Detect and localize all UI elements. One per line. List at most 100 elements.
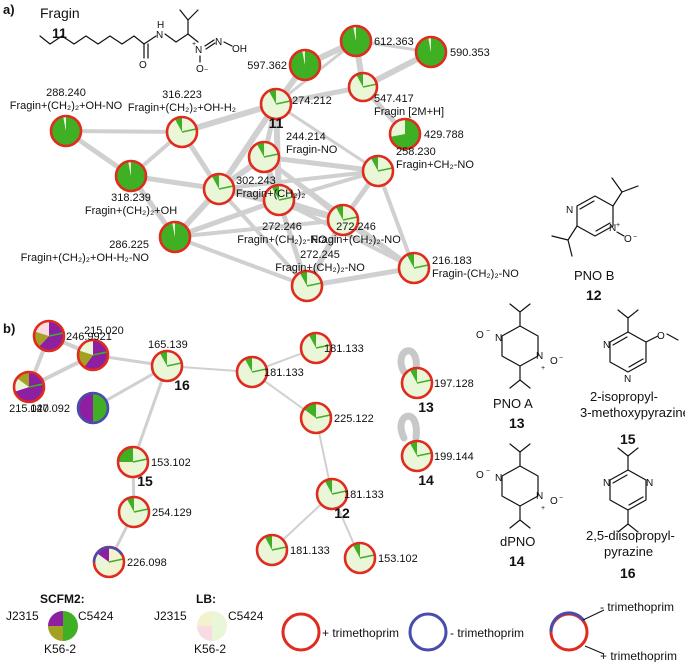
node-label: 153.102: [151, 457, 191, 469]
network-edges: [27, 38, 434, 564]
network-node: [116, 445, 150, 479]
svg-text:O: O: [139, 60, 147, 71]
compound-number: 13: [418, 399, 434, 415]
legend-lb-right: C5424: [228, 609, 264, 623]
svg-text:N: N: [603, 478, 610, 489]
network-node: [299, 401, 333, 435]
structure-number-12: 12: [586, 287, 602, 303]
network-node: [76, 338, 110, 372]
network-edge: [274, 102, 380, 173]
node-label-line: 181.133: [264, 367, 304, 379]
structure-name-pno-a: PNO A: [493, 396, 533, 411]
structure-name-methoxypyrazine: 2-isopropyl-3-methoxypyrazine: [580, 389, 685, 420]
network-node: [262, 183, 296, 217]
svg-text:N: N: [603, 340, 610, 351]
node-label-line: 181.133: [290, 545, 330, 557]
network-node: [32, 319, 66, 353]
legend-minus-text: - trimethoprim: [450, 626, 524, 640]
node-label-line: 165.139: [148, 339, 188, 351]
legend-scfm2-left: J2315: [6, 609, 39, 623]
node-label-line: 199.144: [434, 451, 474, 463]
node-label-line: 547.417: [374, 93, 414, 105]
legend-scfm2-title: SCFM2:: [40, 592, 85, 606]
node-label: 199.144: [434, 451, 474, 463]
node-label-line: 216.183: [432, 255, 472, 267]
svg-text:N: N: [566, 205, 573, 216]
network-node: [343, 541, 377, 575]
network-node: [259, 87, 293, 121]
svg-text:N: N: [536, 351, 543, 362]
node-label-line: Fragin+(CH₂)₂+OH-H₂-NO: [21, 252, 150, 264]
node-label-line: 215.020: [9, 403, 49, 415]
network-edge: [173, 218, 345, 239]
panel-label-b: b): [3, 321, 15, 336]
legend-scfm2-right: C5424: [78, 609, 114, 623]
network-node: [150, 349, 184, 383]
svg-text:−: −: [486, 468, 490, 475]
svg-text:N: N: [156, 30, 163, 41]
node-label: 181.133: [264, 367, 304, 379]
structure-number-11: 11: [52, 25, 67, 41]
pno-b-structure: N N + O − PNO B 12: [551, 177, 639, 303]
node-label-line: Fragin+CH₂-NO: [396, 159, 474, 171]
node-label: 153.102: [378, 553, 418, 565]
legend-ring-minus: [408, 612, 448, 652]
diisopropylpyrazine-structure: N N 2,5-diisopropyl-pyrazine 16: [586, 447, 675, 581]
network-node: [202, 172, 236, 206]
methoxypyrazine-name-line1: 2-isopropyl-: [590, 389, 658, 404]
node-label-line: Fragin+(CH₂)₂+OH: [85, 205, 177, 217]
svg-text:−: −: [559, 495, 563, 502]
node-label-line: 272.246: [336, 221, 376, 233]
network-edge: [216, 101, 279, 192]
network-edge: [173, 235, 309, 288]
node-label: 181.133: [324, 343, 364, 355]
node-label-line: 272.245: [300, 249, 340, 261]
node-label: 226.098: [127, 557, 167, 569]
legend-scfm2-bottom: K56-2: [44, 642, 76, 656]
node-label-line: Fragin-NO: [286, 144, 338, 156]
svg-text:O: O: [550, 356, 558, 367]
svg-text:N: N: [195, 45, 202, 56]
network-edge: [217, 169, 380, 191]
svg-text:+: +: [616, 222, 620, 229]
node-label-line: 286.225: [109, 239, 149, 251]
svg-text:N: N: [536, 491, 543, 502]
methoxypyrazine-name-line2: 3-methoxypyrazine: [580, 405, 685, 420]
svg-text:−: −: [486, 328, 490, 335]
node-label: 274.212: [292, 95, 332, 107]
node-label: 429.788: [424, 129, 464, 141]
network-node: [397, 251, 431, 285]
network-node: [92, 545, 126, 579]
svg-text:O: O: [550, 496, 558, 507]
svg-text:O: O: [476, 330, 484, 341]
legend-ring-mixed: [549, 611, 589, 652]
legend-lb-bottom: K56-2: [194, 642, 226, 656]
svg-text:+: +: [192, 41, 196, 48]
node-label-line: 288.240: [46, 87, 86, 99]
node-label-line: 225.122: [334, 413, 374, 425]
node-label-line: 153.102: [378, 553, 418, 565]
node-label: 225.122: [334, 413, 374, 425]
svg-text:N: N: [215, 37, 222, 48]
svg-text:H: H: [157, 20, 164, 31]
node-label: 246.9921: [66, 331, 112, 343]
node-label-line: 274.212: [292, 95, 332, 107]
svg-text:+: +: [541, 365, 545, 372]
network-node: [290, 269, 324, 303]
network-node: [165, 115, 199, 149]
node-label: 181.133: [290, 545, 330, 557]
svg-text:N: N: [495, 333, 502, 344]
compound-number: 12: [334, 505, 350, 521]
legend-mixed-minus-text: - trimethoprim: [600, 600, 674, 614]
structure-number-15: 15: [620, 431, 636, 447]
structure-number-16: 16: [620, 565, 636, 581]
node-label: 597.362: [247, 60, 287, 72]
